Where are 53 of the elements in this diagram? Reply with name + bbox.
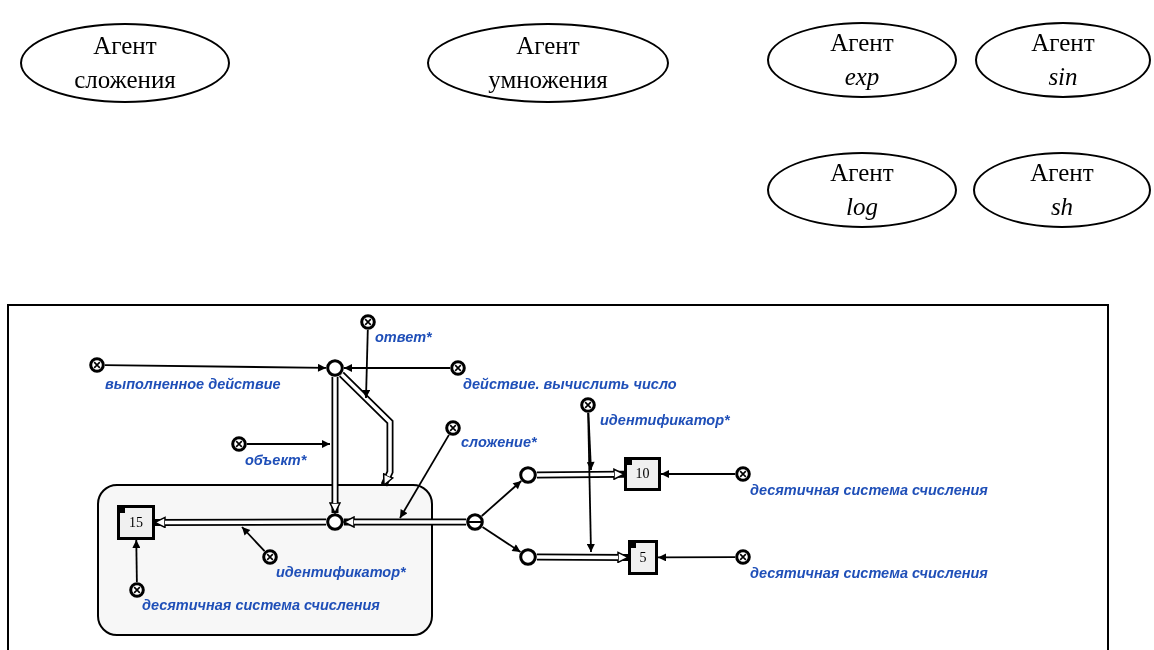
arrow [132, 539, 141, 583]
node-label: идентификатор* [276, 565, 406, 581]
node-label: объект* [245, 453, 307, 469]
agent-ellipse: Агент сложения [20, 23, 230, 103]
arrow [480, 480, 523, 517]
arrow [481, 526, 522, 553]
structure-box [97, 484, 433, 636]
circle-node [519, 548, 537, 566]
node-label: ответ* [375, 330, 432, 346]
agent-ellipse: Агент log [767, 152, 957, 228]
crossed-circle-node [735, 466, 751, 482]
node-label: десятичная система счисления [750, 483, 988, 499]
node-label: десятичная система счисления [750, 566, 988, 582]
arrow [586, 412, 595, 553]
double-arrow [343, 516, 466, 528]
arrow [399, 434, 450, 519]
crossed-circle-node [262, 549, 278, 565]
crossed-circle-node [580, 397, 596, 413]
crossed-circle-node [450, 360, 466, 376]
circle-node [326, 359, 344, 377]
agent-ellipse: Агент sin [975, 22, 1151, 98]
arrow [660, 470, 736, 478]
number-box: 15 [117, 505, 155, 540]
node-label: идентификатор* [600, 413, 730, 429]
crossed-circle-node [360, 314, 376, 330]
double-arrow [338, 371, 394, 487]
node-label: действие. вычислить число [463, 377, 677, 393]
number-box: 5 [628, 540, 658, 575]
arrow [362, 329, 371, 399]
crossed-circle-node [89, 357, 105, 373]
agent-ellipse: Агент умножения [427, 23, 669, 103]
crossed-circle-node [129, 582, 145, 598]
double-arrow [154, 516, 326, 529]
node-label: сложение* [461, 435, 537, 451]
node-label: выполненное действие [105, 377, 281, 393]
agent-ellipse: Агент sh [973, 152, 1151, 228]
crossed-circle-node [735, 549, 751, 565]
barred-circle-node [466, 513, 484, 531]
double-arrow [537, 551, 629, 564]
arrow [657, 553, 736, 562]
node-label: десятичная система счисления [142, 598, 380, 614]
arrow [241, 526, 266, 553]
crossed-circle-node [231, 436, 247, 452]
arrow [104, 363, 327, 372]
agent-ellipse: Агент exp [767, 22, 957, 98]
circle-node [519, 466, 537, 484]
double-arrow [536, 468, 625, 480]
circle-node [326, 513, 344, 531]
arrow [246, 440, 331, 448]
arrow [343, 364, 451, 372]
crossed-circle-node [445, 420, 461, 436]
double-arrow [329, 377, 341, 514]
number-box: 10 [624, 457, 661, 491]
